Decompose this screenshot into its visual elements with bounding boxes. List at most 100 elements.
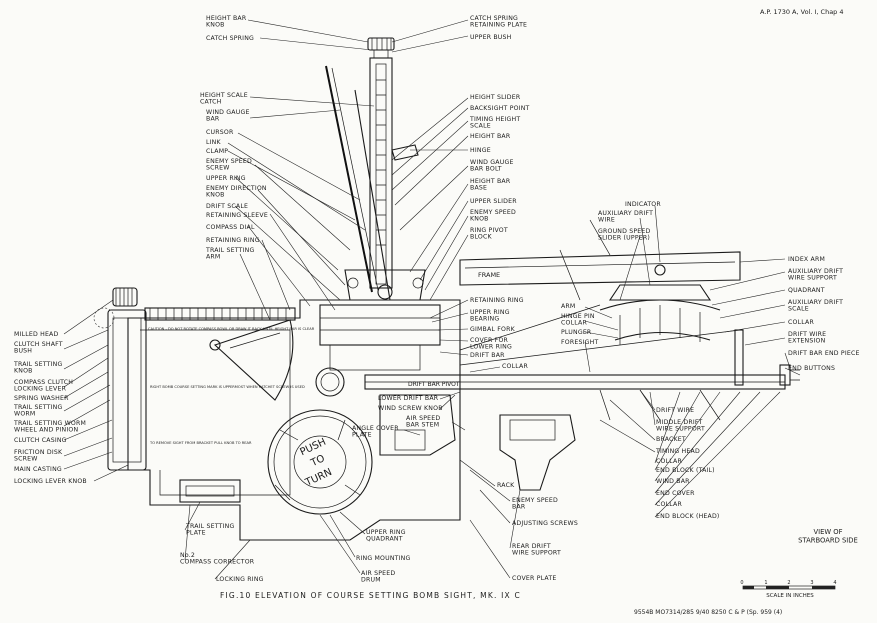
remove-sight-plate: TO REMOVE SIGHT FROM BRACKET PULL KNOB T… bbox=[149, 441, 252, 445]
plate-texts: PUSH TO TURN FRAME DRIFT BAR PIVOT CAUTI… bbox=[148, 271, 500, 489]
callout-upper-slider: UPPER SLIDER bbox=[470, 198, 517, 205]
callout-link: LINK bbox=[206, 139, 222, 146]
callout-cursor: CURSOR bbox=[206, 129, 234, 136]
figure-caption: FIG.10 ELEVATION OF COURSE SETTING BOMB … bbox=[220, 591, 521, 600]
callout-locking-ring: LOCKING RING bbox=[216, 576, 264, 583]
callout-main-casting: MAIN CASTING bbox=[14, 466, 62, 473]
scale-tick-3: 3 bbox=[810, 580, 813, 586]
caution-plate: CAUTION - DO NOT ROTATE COMPASS BOWL OR … bbox=[148, 327, 315, 331]
turn-label: TURN bbox=[303, 467, 334, 489]
callout-compass-dial: COMPASS DIAL bbox=[206, 224, 255, 231]
callout-collar-right: COLLAR bbox=[788, 319, 814, 326]
callout-end-buttons: END BUTTONS bbox=[788, 365, 835, 372]
callout-retaining-ring-mid: RETAINING RING bbox=[470, 297, 524, 304]
sight-mechanism bbox=[93, 37, 800, 541]
drift-bar-pivot-label: DRIFT BAR PIVOT bbox=[408, 381, 460, 388]
callout-clutch-casing: CLUTCH CASING bbox=[14, 437, 67, 444]
callout-upper-bush: UPPER BUSH bbox=[470, 34, 512, 41]
callout-end-block-head: END BLOCK (HEAD) bbox=[656, 513, 720, 520]
scale-tick-0: 0 bbox=[740, 580, 743, 586]
callout-cover-plate: COVER PLATE bbox=[512, 575, 556, 582]
callout-locking-lever-knob: LOCKING LEVER KNOB bbox=[14, 478, 87, 485]
callout-retaining-ring-left: RETAINING RING bbox=[206, 237, 260, 244]
callout-height-slider: HEIGHT SLIDER bbox=[470, 94, 521, 101]
callout-collar-mid: COLLAR bbox=[502, 363, 528, 370]
bomb-course-plate: RIGHT BOMB COURSE SETTING MARK IS UPPERM… bbox=[150, 385, 305, 389]
callout-bracket: BRACKET bbox=[656, 436, 686, 443]
frame-label: FRAME bbox=[478, 271, 500, 279]
scale-tick-4: 4 bbox=[833, 580, 836, 586]
callout-collar-lower: COLLAR bbox=[656, 458, 682, 465]
callout-milled-head: MILLED HEAD bbox=[14, 331, 58, 338]
callout-drift-scale: DRIFT SCALE bbox=[206, 203, 248, 210]
callout-arm: ARM bbox=[561, 303, 575, 310]
callout-wind-screw-knob: WIND SCREW KNOB bbox=[378, 405, 443, 412]
callout-upper-ring: UPPER RING bbox=[206, 175, 246, 182]
leader-lines bbox=[63, 19, 801, 580]
callout-ring-mounting: RING MOUNTING bbox=[356, 555, 411, 562]
callout-hinge: HINGE bbox=[470, 147, 491, 154]
scale-bar: 0 1 2 3 4 SCALE IN INCHES bbox=[740, 580, 836, 599]
callout-indicator: INDICATOR bbox=[625, 201, 661, 208]
callout-backsight-point: BACKSIGHT POINT bbox=[470, 105, 530, 112]
callout-end-cover: END COVER bbox=[656, 490, 695, 497]
callout-retaining-sleeve: RETAINING SLEEVE bbox=[206, 212, 268, 219]
scale-title: SCALE IN INCHES bbox=[766, 593, 814, 599]
callout-plunger: PLUNGER bbox=[561, 329, 592, 336]
callout-foresight: FORESIGHT bbox=[561, 339, 598, 346]
scale-tick-1: 1 bbox=[764, 580, 767, 586]
to-label: TO bbox=[308, 453, 326, 469]
callout-end-block-tail: END BLOCK (TAIL) bbox=[656, 467, 715, 474]
callout-lower-drift-bar: LOWER DRIFT BAR bbox=[378, 395, 439, 402]
callout-drift-bar: DRIFT BAR bbox=[470, 352, 505, 359]
callout-timing-head: TIMING HEAD bbox=[655, 448, 700, 455]
callout-quadrant: QUADRANT bbox=[788, 287, 825, 294]
scale-tick-2: 2 bbox=[787, 580, 790, 586]
callout-index-arm: INDEX ARM bbox=[788, 256, 825, 263]
callout-adjusting-screws: ADJUSTING SCREWS bbox=[512, 520, 578, 527]
callout-drift-wire: DRIFT WIRE bbox=[656, 407, 694, 414]
callout-catch-spring: CATCH SPRING bbox=[206, 35, 254, 42]
callout-height-bar: HEIGHT BAR bbox=[470, 133, 511, 140]
callout-spring-washer: SPRING WASHER bbox=[14, 395, 69, 402]
callout-gimbal-fork: GIMBAL FORK bbox=[470, 326, 516, 333]
callout-clamp: CLAMP bbox=[206, 148, 228, 155]
